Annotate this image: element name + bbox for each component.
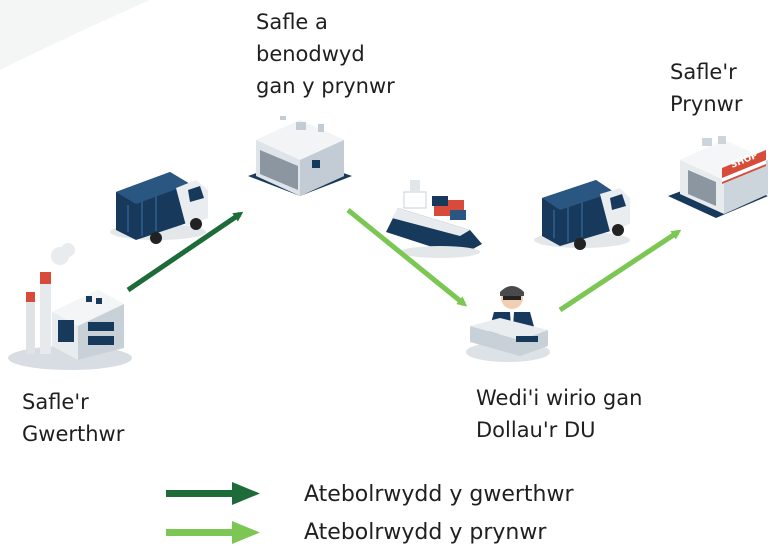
customs-label: Wedi'i wirio gan Dollau'r DU xyxy=(476,382,642,446)
factory-icon xyxy=(8,243,132,370)
warehouse-label-line-1: Safle a xyxy=(256,10,328,34)
legend-seller-arrow xyxy=(166,482,260,505)
buyer-arrow-to-shop xyxy=(558,229,682,313)
shop-label-line-2: Prynwr xyxy=(670,92,743,116)
shop-label: Safle'r Prynwr xyxy=(670,56,742,120)
truck-icon xyxy=(110,172,208,244)
shop-icon: SHOP xyxy=(668,136,768,218)
seller-arrow xyxy=(126,211,244,293)
factory-label: Safle'r Gwerthwr xyxy=(22,386,124,450)
ship-icon xyxy=(386,180,482,258)
customs-label-line-1: Wedi'i wirio gan xyxy=(476,386,643,410)
shop-label-line-1: Safle'r xyxy=(670,60,737,84)
background-swoosh xyxy=(0,0,150,70)
buyer-arrow-to-customs xyxy=(346,208,468,307)
legend-seller-label: Atebolrwydd y gwerthwr xyxy=(304,482,574,507)
factory-label-line-2: Gwerthwr xyxy=(22,422,125,446)
legend-buyer-label: Atebolrwydd y prynwr xyxy=(304,520,547,545)
customs-label-line-2: Dollau'r DU xyxy=(476,418,596,442)
warehouse-icon xyxy=(248,116,352,196)
warehouse-label: Safle a benodwyd gan y prynwr xyxy=(256,6,395,102)
truck-icon xyxy=(534,180,630,250)
warehouse-label-line-3: gan y prynwr xyxy=(256,74,395,98)
customs-officer-icon xyxy=(466,286,550,362)
warehouse-label-line-2: benodwyd xyxy=(256,42,365,66)
factory-label-line-1: Safle'r xyxy=(22,390,89,414)
legend-buyer-arrow xyxy=(166,521,260,544)
